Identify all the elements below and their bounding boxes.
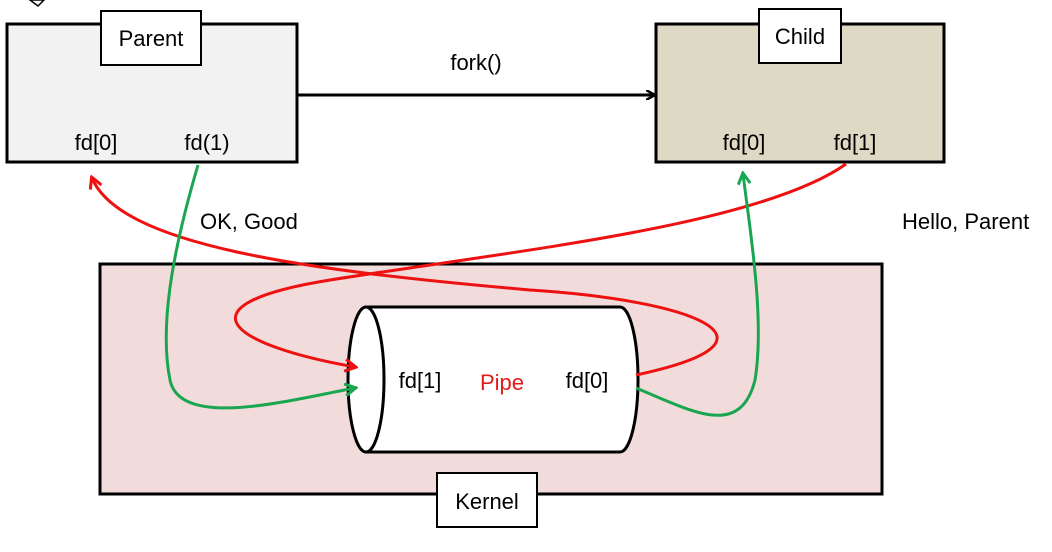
red-arrow-pipe-to-parent — [92, 178, 719, 377]
parent-label: Parent — [119, 26, 184, 51]
message-ok-good: OK, Good — [200, 209, 298, 234]
pipe-label: Pipe — [480, 370, 524, 395]
child-fd1-label: fd[1] — [834, 130, 877, 155]
child-fd0-label: fd[0] — [723, 130, 766, 155]
pipe-fd0-label: fd[0] — [566, 368, 609, 393]
parent-fd0-label: fd[0] — [75, 130, 118, 155]
green-arrow-parent-to-pipe — [164, 164, 355, 410]
parent-fd1-label: fd(1) — [184, 130, 229, 155]
parent-label-box — [100, 10, 202, 66]
pipe-cylinder — [346, 305, 640, 454]
kernel-label: Kernel — [455, 489, 519, 514]
kernel-label-box — [436, 472, 538, 528]
green-arrow-pipe-to-child — [635, 174, 760, 417]
cursor-icon — [28, 0, 46, 7]
child-label: Child — [775, 24, 825, 49]
pipe-fd1-label: fd[1] — [399, 368, 442, 393]
fork-label: fork() — [450, 50, 501, 75]
child-label-box — [758, 8, 842, 64]
message-hello-parent: Hello, Parent — [902, 209, 1029, 234]
